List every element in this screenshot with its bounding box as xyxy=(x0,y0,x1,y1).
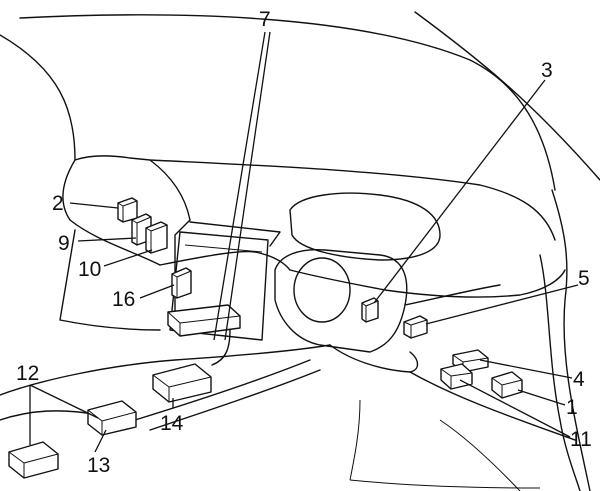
callout-11: 11 xyxy=(570,428,592,451)
relay-5 xyxy=(403,315,428,339)
dashboard-outline xyxy=(59,155,566,331)
callout-5: 5 xyxy=(578,267,590,290)
module-12 xyxy=(8,441,59,479)
relay-10 xyxy=(145,221,168,254)
relay-3 xyxy=(361,297,379,323)
lower-dash-and-floor xyxy=(0,344,576,491)
module-7 xyxy=(167,304,241,337)
callout-10: 10 xyxy=(78,258,101,281)
callout-4: 4 xyxy=(573,368,585,391)
center-console xyxy=(169,221,281,366)
callout-7: 7 xyxy=(259,8,271,31)
windshield-outline xyxy=(0,11,600,191)
callout-14: 14 xyxy=(160,412,184,435)
callout-12: 12 xyxy=(16,362,39,385)
callout-2: 2 xyxy=(52,192,64,215)
leader-lines xyxy=(29,31,579,453)
callout-3: 3 xyxy=(541,59,553,82)
steering-area xyxy=(274,192,501,373)
callout-1: 1 xyxy=(566,396,578,419)
callout-labels: 2 9 10 16 7 3 5 4 1 11 12 13 14 xyxy=(16,8,592,477)
callout-16: 16 xyxy=(112,288,135,311)
callout-13: 13 xyxy=(87,454,110,477)
relay-16 xyxy=(171,267,192,299)
a-pillar-right xyxy=(539,189,591,491)
relay-1 xyxy=(491,371,523,399)
module-14 xyxy=(152,363,212,403)
module-13 xyxy=(87,400,137,436)
callout-9: 9 xyxy=(58,232,70,255)
